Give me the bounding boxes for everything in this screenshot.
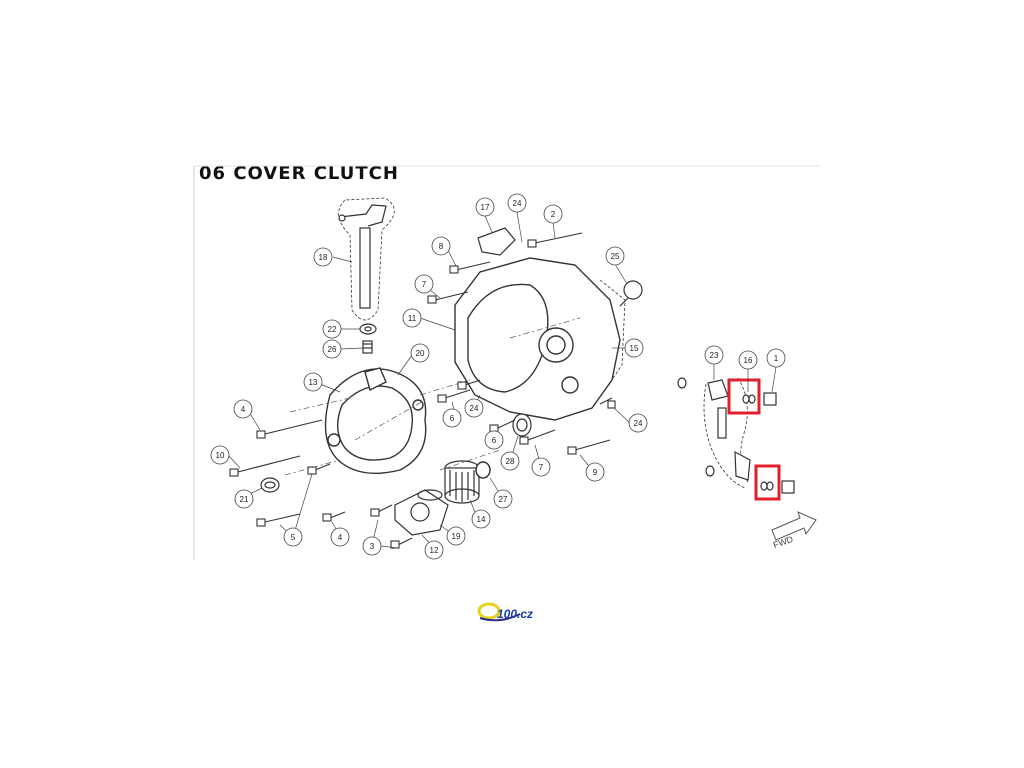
callout-7-a: 7 — [414, 274, 434, 294]
svg-text:18: 18 — [319, 253, 328, 262]
callout-13: 13 — [303, 372, 323, 392]
callout-11: 11 — [402, 308, 422, 328]
svg-text:13: 13 — [309, 378, 318, 387]
callout-28: 28 — [500, 451, 520, 471]
svg-text:9: 9 — [593, 468, 598, 477]
kick-shaft-assembly — [338, 197, 395, 321]
svg-text:26: 26 — [328, 345, 337, 354]
callout-26: 26 — [322, 339, 342, 359]
svg-text:20: 20 — [416, 349, 425, 358]
oil-seal-21 — [260, 477, 280, 493]
alignment-lines — [284, 317, 581, 476]
callout-3: 3 — [362, 536, 382, 556]
plug-cap — [619, 280, 643, 307]
bolts — [229, 232, 616, 549]
callout-19: 19 — [446, 526, 466, 546]
oil-line-assembly — [677, 377, 795, 494]
svg-text:4: 4 — [338, 533, 343, 542]
callout-16: 16 — [738, 350, 758, 370]
svg-text:28: 28 — [506, 457, 515, 466]
svg-text:7: 7 — [539, 463, 544, 472]
callout-20: 20 — [410, 343, 430, 363]
svg-text:7: 7 — [422, 280, 427, 289]
svg-text:21: 21 — [240, 495, 249, 504]
forward-arrow: FWD — [771, 511, 817, 550]
svg-text:1: 1 — [774, 354, 779, 363]
callout-14: 14 — [471, 509, 491, 529]
site-logo-text: 100.cz — [497, 607, 534, 621]
callout-23: 23 — [704, 345, 724, 365]
oil-seal-28 — [512, 413, 532, 437]
callout-9: 9 — [585, 462, 605, 482]
svg-text:25: 25 — [611, 252, 620, 261]
svg-text:22: 22 — [328, 325, 337, 334]
svg-text:5: 5 — [291, 533, 296, 542]
callout-8: 8 — [431, 236, 451, 256]
spring-washer — [359, 323, 377, 354]
svg-text:2: 2 — [551, 210, 556, 219]
highlight-box-upper — [727, 378, 761, 415]
callout-21: 21 — [234, 489, 254, 509]
highlight-box-lower — [754, 464, 781, 501]
site-logo — [477, 602, 521, 622]
callout-7-b: 7 — [531, 457, 551, 477]
callout-6-a: 6 — [442, 408, 462, 428]
cable-guide — [477, 227, 516, 256]
callout-6-b: 6 — [484, 430, 504, 450]
svg-text:23: 23 — [710, 351, 719, 360]
outer-clutch-cover — [324, 367, 427, 475]
svg-text:15: 15 — [630, 344, 639, 353]
svg-text:10: 10 — [216, 451, 225, 460]
svg-text:27: 27 — [499, 495, 508, 504]
callout-25: 25 — [605, 246, 625, 266]
oil-filter-cover — [394, 489, 449, 536]
o-ring-27 — [475, 461, 491, 479]
callout-24-c: 24 — [628, 413, 648, 433]
callout-15: 15 — [624, 338, 644, 358]
svg-text:19: 19 — [452, 532, 461, 541]
callout-2: 2 — [543, 204, 563, 224]
svg-text:11: 11 — [408, 314, 417, 323]
svg-text:4: 4 — [241, 405, 246, 414]
callout-5: 5 — [283, 527, 303, 547]
oil-filter — [444, 460, 480, 504]
svg-text:16: 16 — [744, 356, 753, 365]
svg-text:6: 6 — [492, 436, 497, 445]
svg-text:24: 24 — [634, 419, 643, 428]
callout-1: 1 — [766, 348, 786, 368]
svg-text:17: 17 — [481, 203, 490, 212]
svg-text:24: 24 — [470, 404, 479, 413]
callouts: 18 8 17 24 2 25 7 11 22 26 20 15 13 4 6 … — [210, 193, 786, 560]
callout-10: 10 — [210, 445, 230, 465]
svg-text:14: 14 — [477, 515, 486, 524]
diagram-title: 06 COVER CLUTCH — [199, 163, 399, 184]
callout-24-a: 24 — [507, 193, 527, 213]
svg-text:8: 8 — [439, 242, 444, 251]
callout-22: 22 — [322, 319, 342, 339]
svg-text:24: 24 — [513, 199, 522, 208]
callout-4-a: 4 — [233, 399, 253, 419]
callout-18: 18 — [313, 247, 333, 267]
callout-24-b: 24 — [464, 398, 484, 418]
svg-text:3: 3 — [370, 542, 375, 551]
callout-12: 12 — [424, 540, 444, 560]
main-clutch-cover — [454, 257, 626, 421]
callout-4-b: 4 — [330, 527, 350, 547]
callout-17: 17 — [475, 197, 495, 217]
svg-text:12: 12 — [430, 546, 439, 555]
callout-27: 27 — [493, 489, 513, 509]
svg-text:6: 6 — [450, 414, 455, 423]
